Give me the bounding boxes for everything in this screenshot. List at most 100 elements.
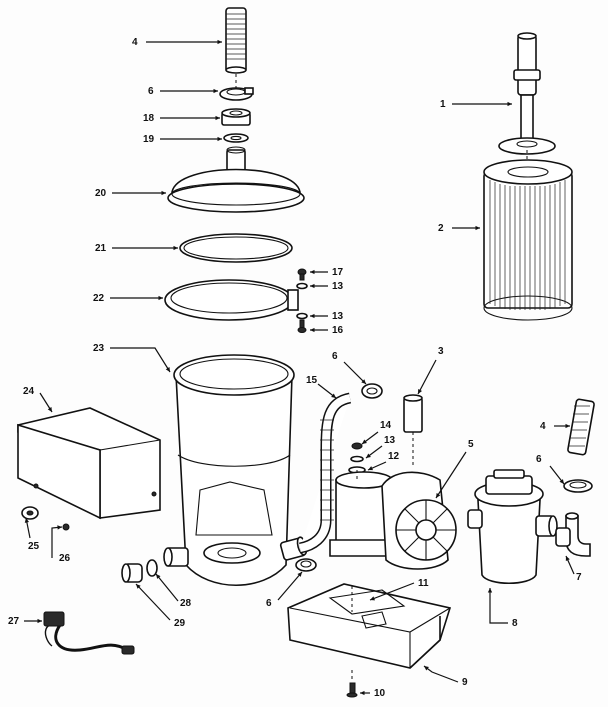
arrowhead <box>559 479 564 484</box>
part-o-ring <box>179 233 293 263</box>
arrowhead <box>418 389 423 394</box>
callout-c13c: 13 <box>365 435 396 459</box>
part-housing-cover <box>17 407 161 520</box>
arrowhead <box>158 295 163 301</box>
arrowhead <box>215 115 220 121</box>
arrowhead <box>436 493 441 498</box>
part-elbow <box>555 512 591 557</box>
arrowhead <box>217 39 222 45</box>
part-drain-plug <box>121 563 143 583</box>
callout-label: 25 <box>28 541 40 552</box>
arrowhead <box>360 690 365 696</box>
callout-label: 20 <box>95 188 107 199</box>
callout-label: 19 <box>143 134 155 145</box>
callout-label: 16 <box>332 325 344 336</box>
part-clamp-ring <box>164 279 299 321</box>
callout-c21: 21 <box>95 243 178 254</box>
part-hose-clamp-b <box>361 383 383 399</box>
callout-c1: 1 <box>440 99 512 110</box>
callout-label: 14 <box>380 420 392 431</box>
callout-c11: 11 <box>369 578 429 601</box>
leader-line <box>277 571 303 601</box>
arrowhead <box>331 393 336 398</box>
arrowhead <box>565 423 570 429</box>
callout-label: 3 <box>438 346 444 357</box>
callout-label: 2 <box>438 223 444 234</box>
callout-label: 6 <box>148 86 154 97</box>
callout-c16: 16 <box>310 325 344 336</box>
arrowhead <box>366 453 371 458</box>
arrowhead <box>475 225 480 231</box>
callout-label: 6 <box>266 598 272 609</box>
callout-c27: 27 <box>8 616 42 627</box>
leader-line <box>423 665 459 683</box>
callout-c25: 25 <box>24 517 40 552</box>
callout-c8: 8 <box>487 588 518 629</box>
part-tank-lid <box>167 146 305 213</box>
arrowhead <box>310 269 315 275</box>
arrowhead <box>424 666 429 671</box>
leader-line <box>155 573 179 602</box>
callout-c18: 18 <box>143 113 220 124</box>
part-power-cord <box>43 611 135 655</box>
callout-c13b: 13 <box>310 311 344 322</box>
part-fitting-25 <box>21 506 39 520</box>
callout-label: 6 <box>332 351 338 362</box>
callout-label: 10 <box>374 688 386 699</box>
callout-label: 9 <box>462 677 468 688</box>
callout-label: 28 <box>180 598 192 609</box>
callout-label: 24 <box>23 386 35 397</box>
callout-label: 27 <box>8 616 20 627</box>
arrowhead <box>156 574 161 579</box>
callout-c19: 19 <box>143 134 222 145</box>
arrowhead <box>362 439 367 444</box>
callout-c23: 23 <box>93 343 171 373</box>
callout-label: 4 <box>540 421 546 432</box>
callout-c12: 12 <box>367 451 400 471</box>
callout-c3: 3 <box>417 346 444 395</box>
part-screw-26 <box>62 523 70 531</box>
part-pump-housing <box>381 471 457 570</box>
part-pipe <box>403 394 423 468</box>
arrowhead <box>310 313 315 319</box>
part-strainer-housing <box>467 469 558 584</box>
callout-label: 13 <box>332 281 344 292</box>
part-pump-motor <box>329 471 399 557</box>
callout-c10: 10 <box>360 688 386 699</box>
callout-c6b: 6 <box>332 351 367 385</box>
leader-line <box>135 583 171 621</box>
callout-c6c: 6 <box>536 454 565 485</box>
part-base-bolt <box>346 670 358 698</box>
callout-label: 12 <box>388 451 400 462</box>
callout-c17: 17 <box>310 267 344 278</box>
callout-c6a: 6 <box>148 86 218 97</box>
part-hose-right <box>567 398 595 456</box>
callout-label: 13 <box>384 435 396 446</box>
part-tank-body <box>163 354 308 587</box>
callout-c28: 28 <box>155 573 192 609</box>
callout-label: 8 <box>512 618 518 629</box>
callout-c26: 26 <box>51 525 71 564</box>
part-hose-clamp-c <box>563 479 593 493</box>
callout-label: 4 <box>132 37 138 48</box>
callout-label: 15 <box>306 375 318 386</box>
arrowhead <box>24 518 30 523</box>
callout-label: 18 <box>143 113 155 124</box>
arrowhead <box>565 556 570 561</box>
callout-c5: 5 <box>435 439 474 499</box>
part-hose-clamp-top <box>219 87 254 101</box>
arrowhead <box>161 190 166 196</box>
arrowhead <box>297 572 302 577</box>
callout-label: 23 <box>93 343 105 354</box>
callout-label: 26 <box>59 553 71 564</box>
callout-label: 6 <box>536 454 542 465</box>
part-hose-clamp-d <box>295 558 317 572</box>
arrowhead <box>310 327 315 333</box>
arrowhead <box>370 596 375 601</box>
callout-c6d: 6 <box>266 571 303 609</box>
callout-c22: 22 <box>93 293 163 304</box>
leader-line <box>435 451 467 499</box>
